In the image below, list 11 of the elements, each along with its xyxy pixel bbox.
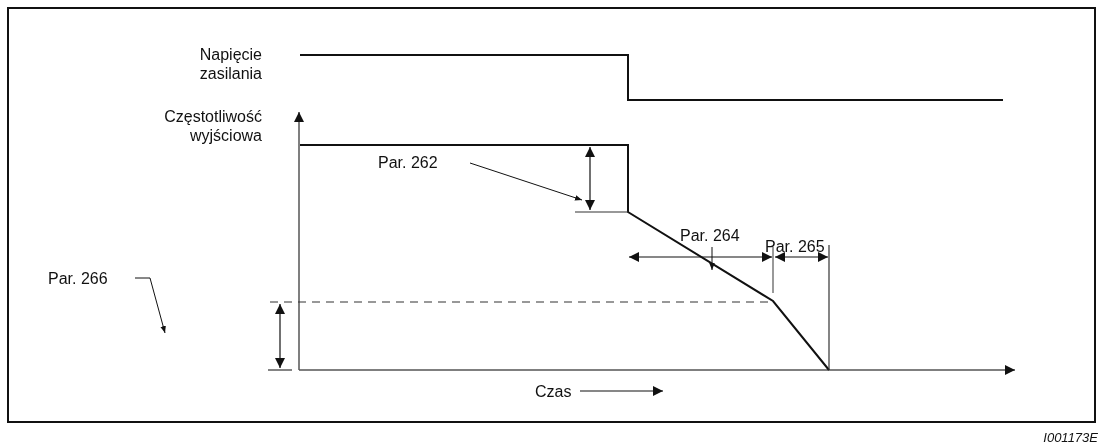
- figure-id: I001173E: [1043, 429, 1098, 447]
- parameter-label: Par. 262: [378, 153, 438, 172]
- dimension-label: Par. 265: [765, 237, 825, 256]
- leader-line: [469, 162, 583, 201]
- axis-title: Czas: [535, 382, 572, 401]
- axis-title: Częstotliwość wyjściowa: [163, 107, 262, 145]
- parameter-label: Par. 264: [680, 226, 740, 245]
- parameter-label: Par. 266: [48, 269, 108, 288]
- leader-line: [709, 246, 715, 271]
- leader-line: [134, 277, 166, 334]
- axis-title: Napięcie zasilania: [198, 45, 262, 83]
